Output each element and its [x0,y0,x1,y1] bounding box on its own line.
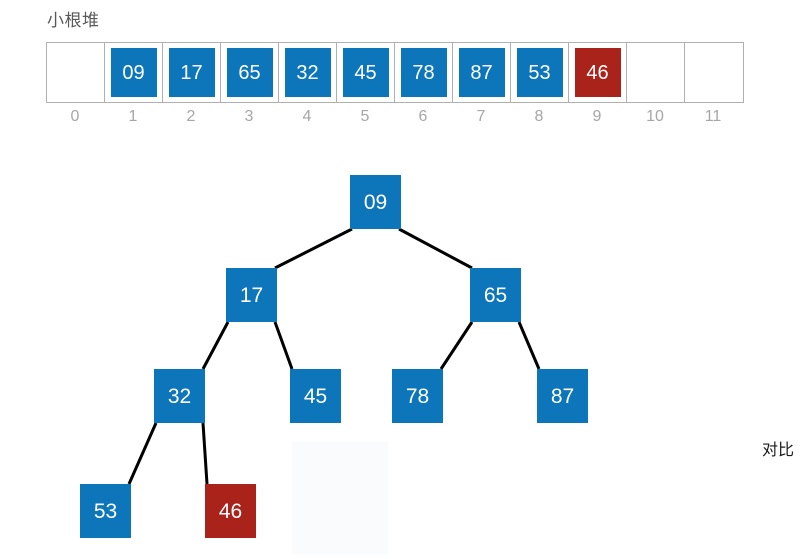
tree-edge-09-65 [398,227,473,270]
tree-node-78[interactable]: 78 [392,369,443,423]
faint-panel [292,442,388,554]
compare-annotation: 对比 [762,442,795,459]
array-cell-value: 09 [110,48,157,97]
array-cell-7[interactable]: 87 [453,43,511,102]
array-cell-value: 65 [226,48,273,97]
array-index-label-8: 8 [534,108,544,125]
array-cell-9[interactable]: 46 [569,43,627,102]
tree-edge-65-78 [439,321,474,370]
tree-node-17[interactable]: 17 [226,268,277,322]
array-index-label-4: 4 [302,108,312,125]
tree-edge-09-17 [274,227,353,270]
tree-node-46[interactable]: 46 [205,484,256,538]
array-cell-1[interactable]: 09 [105,43,163,102]
array-index-label-9: 9 [592,108,602,125]
array-index-label-3: 3 [244,108,254,125]
array-cell-value: 46 [574,48,621,97]
array-index-label-5: 5 [360,108,370,125]
array-cell-3[interactable]: 65 [221,43,279,102]
array-cell-4[interactable]: 32 [279,43,337,102]
array-cell-5[interactable]: 45 [337,43,395,102]
array-cell-8[interactable]: 53 [511,43,569,102]
array-cell-value: 45 [342,48,389,97]
array-cell-6[interactable]: 78 [395,43,453,102]
tree-edge-17-45 [273,321,294,370]
tree-node-45[interactable]: 45 [290,369,341,423]
array-cell-value: 53 [516,48,563,97]
heap-array-index-row: 0 1 2 3 4 5 6 7 8 9 10 11 [46,108,742,126]
tree-edge-32-53 [127,422,158,485]
array-cell-2[interactable]: 17 [163,43,221,102]
array-index-label-2: 2 [186,108,196,125]
tree-node-87[interactable]: 87 [537,369,588,423]
array-cell-value: 17 [168,48,215,97]
array-cell-value: 87 [458,48,505,97]
array-cell-value: 32 [284,48,331,97]
tree-edge-32-46 [201,422,209,485]
array-index-label-6: 6 [418,108,428,125]
tree-edge-17-32 [201,321,230,370]
tree-node-65[interactable]: 65 [470,268,521,322]
tree-node-09[interactable]: 09 [350,175,401,229]
tree-edge-65-87 [517,321,541,370]
array-index-label-11: 11 [704,108,722,125]
array-index-label-10: 10 [646,108,664,125]
tree-node-32[interactable]: 32 [154,369,205,423]
array-cell-10[interactable] [627,43,685,102]
array-cell-0[interactable] [47,43,105,102]
array-index-label-1: 1 [128,108,138,125]
array-index-label-7: 7 [476,108,486,125]
array-index-label-0: 0 [70,108,80,125]
tree-node-53[interactable]: 53 [80,484,131,538]
page-title: 小根堆 [47,11,100,30]
array-cell-value: 78 [400,48,447,97]
